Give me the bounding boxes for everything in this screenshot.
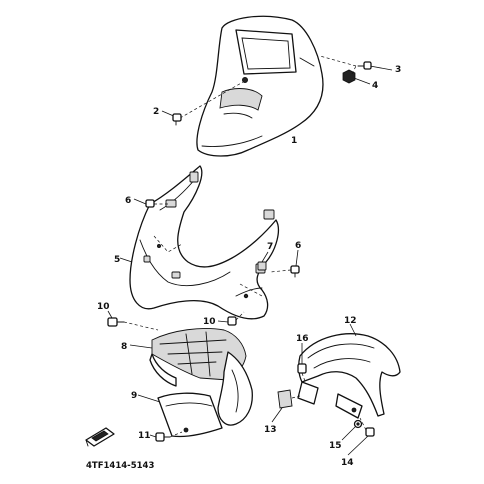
callout-11: 11 [138,431,151,441]
callout-7: 7 [267,242,273,252]
orientation-symbol-icon [85,427,115,447]
callout-12: 12 [344,316,357,326]
callout-10-left: 10 [97,302,110,312]
part-13-plate [271,389,301,423]
part-11-screw [149,431,183,442]
callout-2: 2 [153,107,159,117]
part-1-upper-cowl [196,15,324,157]
part-4-nut [342,65,371,85]
callout-16: 16 [296,334,309,344]
part-6-screw-right [269,249,300,278]
callout-8: 8 [121,342,127,352]
callout-15: 15 [329,441,342,451]
part-3-bolt [319,55,393,71]
part-8-inner-panel [129,328,253,426]
part-2-screw [161,81,244,126]
callout-14: 14 [341,458,354,468]
part-7-clip [257,251,269,271]
part-15-washer [341,419,363,441]
part-10-bolt-left [107,310,159,331]
part-10-bolt-middle [217,311,245,326]
part-6-screw-upper [133,198,170,208]
callout-9: 9 [131,391,137,401]
callout-1: 1 [291,136,297,146]
part-14-bolt [347,417,375,456]
callout-13: 13 [264,425,277,435]
part-12-front-fender [297,323,401,419]
diagram-code: 4TF1414-5143 [86,461,154,471]
callout-3: 3 [395,65,401,75]
callout-4: 4 [372,81,378,91]
leader-5 [119,257,133,263]
part-5-lower-cowl [129,165,280,320]
callout-10-middle: 10 [203,317,216,327]
callout-6-right: 6 [295,241,301,251]
part-9-flap [137,392,223,438]
callout-5: 5 [114,255,120,265]
part-16-bolt [297,343,307,385]
callout-6-upper: 6 [125,196,131,206]
